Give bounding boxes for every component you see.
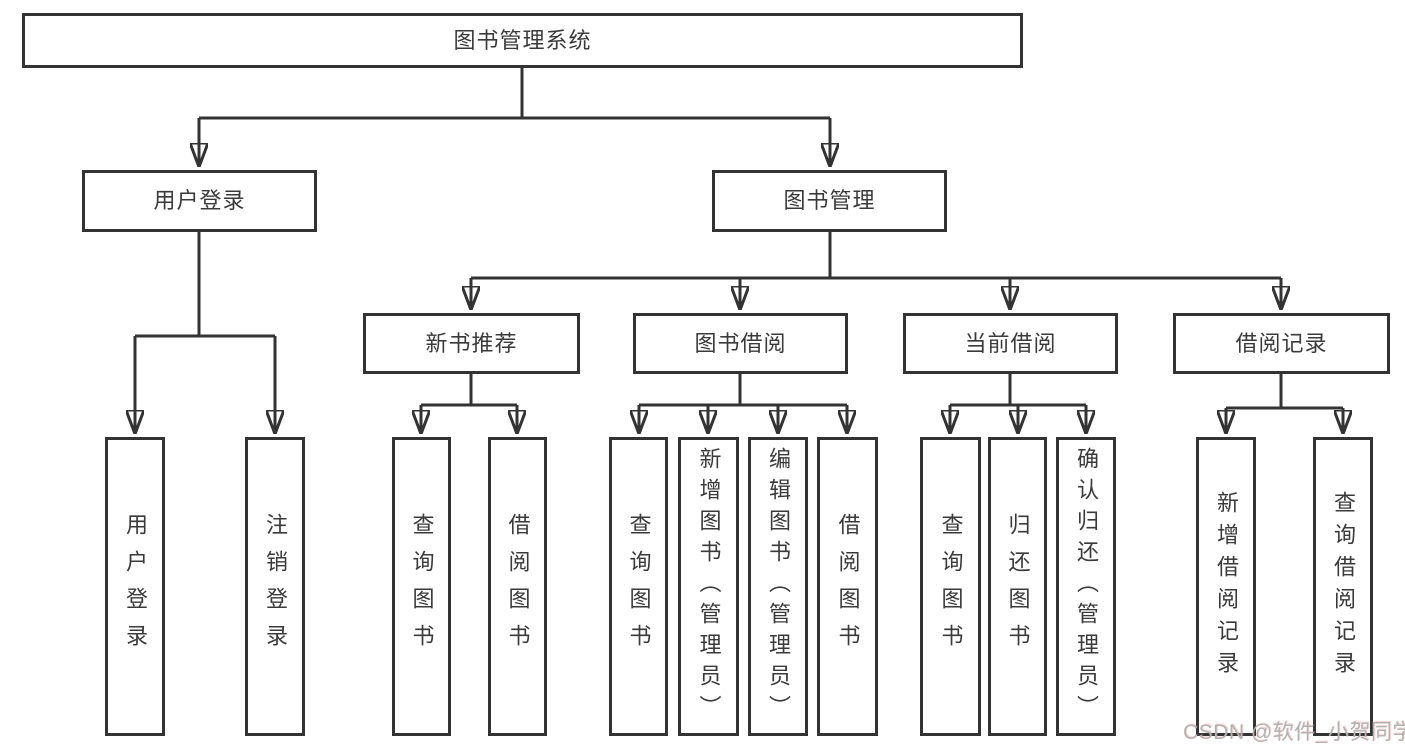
leaf-current-query-book: 查询图书 [920, 437, 981, 736]
leaf-recommend-query-book: 查询图书 [392, 437, 451, 736]
node-user-login: 用户登录 [82, 170, 317, 232]
node-new-book-recommend: 新书推荐 [363, 313, 580, 374]
node-label: 查询借阅记录 [1331, 490, 1356, 683]
node-label: 借阅图书 [835, 512, 861, 661]
node-label: 注销登录 [263, 512, 288, 661]
node-label: 新增借阅记录 [1214, 490, 1239, 683]
leaf-borrowing-add-book: 新增图书（管理员） [678, 437, 739, 736]
node-label: 用户登录 [123, 512, 148, 661]
leaf-recommend-borrow-book: 借阅图书 [488, 437, 547, 736]
leaf-current-return-book: 归还图书 [988, 437, 1047, 736]
node-root: 图书管理系统 [22, 13, 1023, 68]
node-label: 图书管理系统 [453, 27, 592, 53]
node-label: 新书推荐 [425, 330, 518, 356]
leaf-borrowing-query-book: 查询图书 [609, 437, 668, 736]
leaf-user-login: 用户登录 [105, 437, 165, 736]
leaf-records-query-record: 查询借阅记录 [1313, 437, 1373, 736]
node-label: 图书管理 [783, 188, 876, 213]
node-label: 编辑图书（管理员） [766, 447, 791, 726]
node-book-borrowing: 图书借阅 [633, 313, 848, 374]
leaf-current-confirm-return: 确认归还（管理员） [1056, 437, 1116, 736]
node-label: 借阅图书 [505, 512, 531, 661]
leaf-borrowing-borrow-book: 借阅图书 [817, 437, 878, 736]
node-label: 归还图书 [1005, 512, 1031, 661]
node-label: 查询图书 [626, 512, 652, 661]
node-label: 确认归还（管理员） [1074, 447, 1099, 726]
node-label: 查询图书 [409, 512, 435, 661]
watermark: CSDN @软件_小贺同学 [1183, 721, 1405, 744]
leaf-logout: 注销登录 [245, 437, 305, 736]
node-borrowing-records: 借阅记录 [1173, 313, 1390, 374]
node-current-borrowing: 当前借阅 [903, 313, 1118, 374]
node-label: 当前借阅 [964, 330, 1057, 356]
leaf-records-add-record: 新增借阅记录 [1196, 437, 1256, 736]
node-label: 图书借阅 [694, 330, 787, 356]
node-book-management: 图书管理 [712, 170, 947, 232]
node-label: 借阅记录 [1235, 330, 1328, 356]
leaf-borrowing-edit-book: 编辑图书（管理员） [748, 437, 808, 736]
connector-lines [135, 68, 1343, 434]
node-label: 新增图书（管理员） [696, 447, 722, 726]
node-label: 用户登录 [153, 188, 246, 213]
node-label: 查询图书 [938, 512, 964, 661]
